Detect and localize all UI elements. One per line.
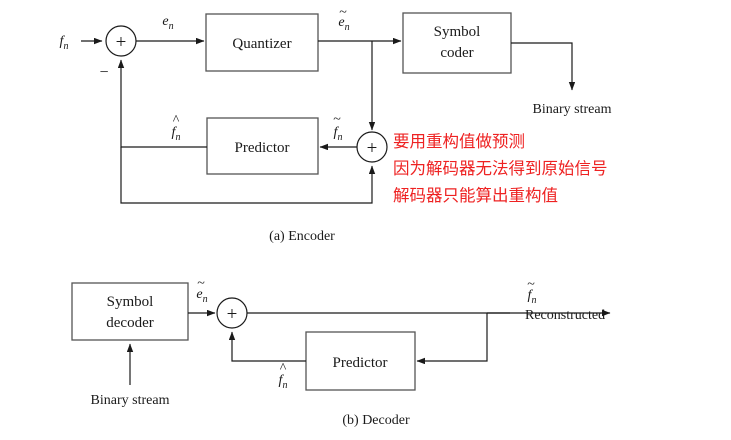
wire-prediction-to-adder2 <box>120 147 376 204</box>
svg-text:fn: fn <box>279 373 288 391</box>
tilde-accent-reconstructed-decoder: ~ <box>527 277 535 292</box>
encoder-predictor-label: Predictor <box>235 140 290 156</box>
label-en-error: en <box>162 14 173 32</box>
label-fn-tilde-reconstructed-decoder: ~ fn <box>527 277 536 306</box>
hat-accent-prediction: ^ <box>173 113 180 128</box>
tilde-accent-quantized-error: ~ <box>339 5 347 20</box>
quantizer-block <box>205 13 319 72</box>
decoder-group: Symbol decoder Binary stream + Predictor… <box>71 276 611 428</box>
encoder-minus-sign: − <box>99 64 108 81</box>
wire-coder-to-binary-stream <box>511 42 576 91</box>
tilde-accent-reconstructed-encoder: ~ <box>333 112 341 127</box>
label-en-tilde-decoder: ~ en <box>196 276 207 305</box>
label-fn-tilde-reconstructed-encoder: ~ fn <box>333 112 342 143</box>
label-en-tilde-quantized: ~ en <box>338 5 349 33</box>
encoder-binary-stream-label: Binary stream <box>533 102 612 117</box>
svg-text:fn: fn <box>172 125 181 143</box>
symbol-decoder-label-line1: Symbol <box>107 294 154 310</box>
symbol-decoder-block <box>71 282 189 341</box>
encoder-adder-1-plus: + <box>116 32 127 53</box>
red-annotation: 要用重构值做预测 因为解码器无法得到原始信号 解码器只能算出重构值 <box>393 132 608 205</box>
decoder-predictor-block <box>305 331 416 391</box>
wire-output-to-predictor <box>416 313 488 365</box>
label-fn-hat-decoder: ^ fn <box>279 361 288 391</box>
symbol-coder-label-line1: Symbol <box>434 24 481 40</box>
quantizer-label: Quantizer <box>232 36 291 52</box>
symbol-coder-block <box>402 12 512 74</box>
hat-accent-decoder-prediction: ^ <box>280 361 287 376</box>
encoder-predictor-block <box>206 117 319 175</box>
annotation-line-2: 因为解码器无法得到原始信号 <box>393 159 608 178</box>
encoder-caption: (a) Encoder <box>269 229 335 244</box>
decoder-adder-plus: + <box>227 304 238 325</box>
decoder-binary-stream-label: Binary stream <box>91 393 170 408</box>
annotation-line-3: 解码器只能算出重构值 <box>393 186 558 205</box>
annotation-line-1: 要用重构值做预测 <box>393 132 525 151</box>
svg-text:en: en <box>196 287 207 305</box>
wire-prediction-feedback <box>117 59 207 148</box>
wire-prediction-to-decoder-adder <box>228 331 306 362</box>
label-fn-input: fn <box>60 34 69 52</box>
symbol-coder-label-line2: coder <box>440 45 473 61</box>
decoder-caption: (b) Decoder <box>342 413 410 428</box>
label-fn-hat-prediction: ^ fn <box>172 113 181 143</box>
encoder-group: + Quantizer Symbol coder Binary stream +… <box>60 5 612 244</box>
decoder-signal-labels: ~ en ^ fn ~ fn Reconstructed <box>196 276 605 391</box>
reconstructed-output-label: Reconstructed <box>525 308 605 323</box>
decoder-predictor-label: Predictor <box>333 355 388 371</box>
encoder-adder-2-plus: + <box>367 138 378 159</box>
encoder-signal-labels: fn en ~ en ^ fn ~ fn <box>60 5 350 143</box>
svg-text:fn: fn <box>528 288 537 306</box>
svg-text:en: en <box>338 15 349 33</box>
symbol-decoder-label-line2: decoder <box>106 315 153 331</box>
tilde-accent-decoder-error: ~ <box>197 276 205 291</box>
svg-text:fn: fn <box>334 125 343 143</box>
